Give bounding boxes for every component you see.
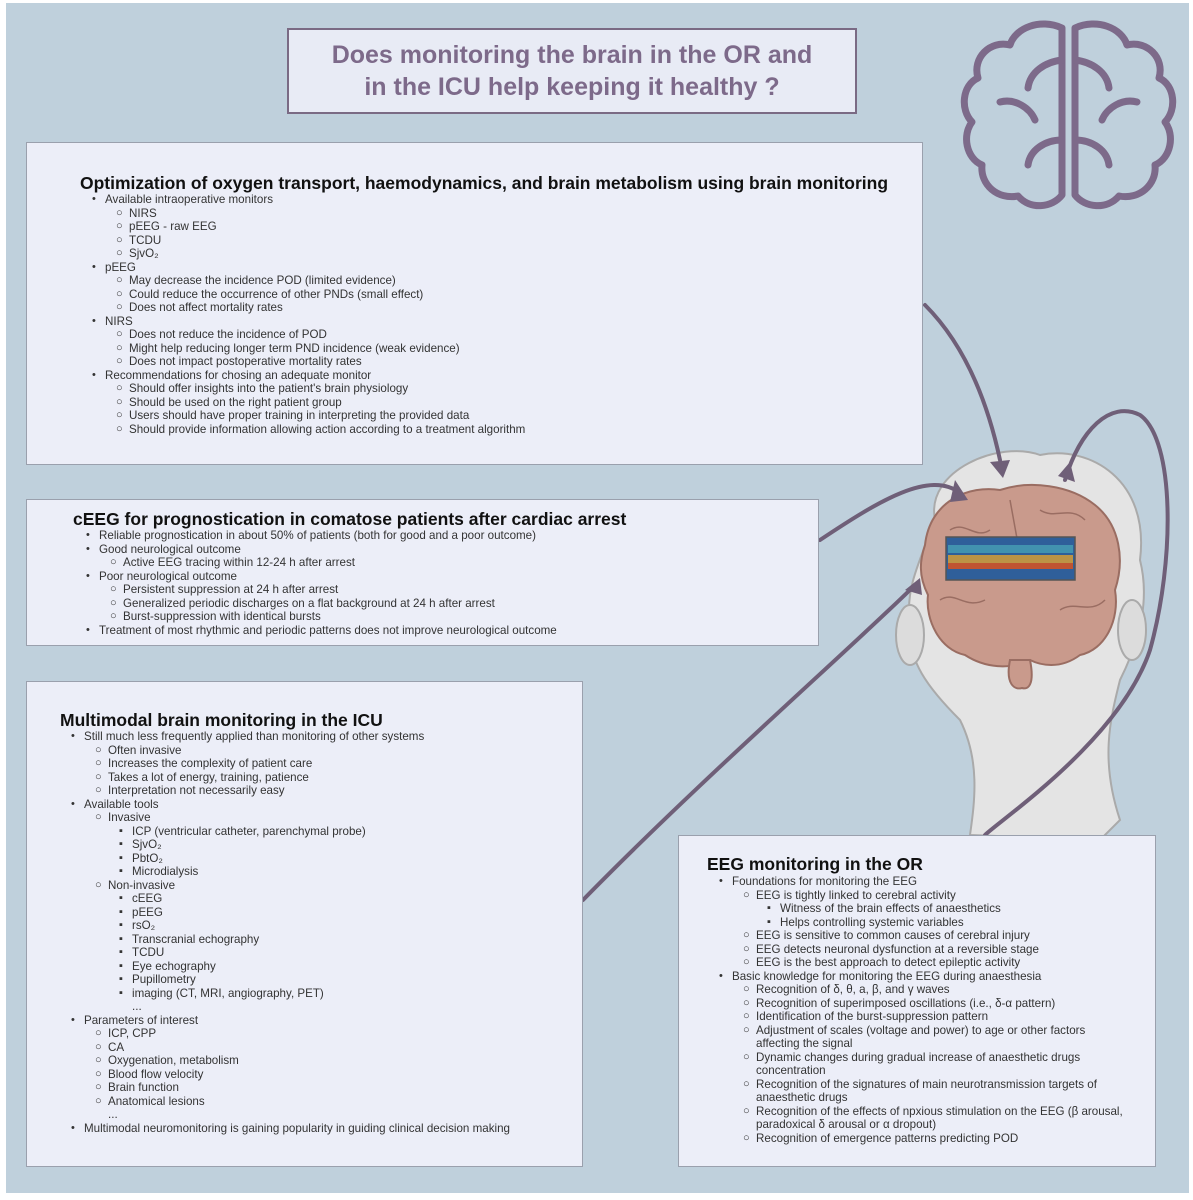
list-item: •Foundations for monitoring the EEG ○EEG… xyxy=(719,875,1132,970)
list-item: ▪Eye echography xyxy=(119,959,216,973)
panel-heading: EEG monitoring in the OR xyxy=(707,854,923,874)
list-item: ○Interpretation not necessarily easy xyxy=(95,784,285,797)
list-item: ○EEG is sensitive to common causes of ce… xyxy=(743,929,1030,942)
list-item: ○NIRS xyxy=(116,206,157,220)
list-item: ○Dynamic changes during gradual increase… xyxy=(743,1050,1081,1078)
list-item: ▪Witness of the brain effects of anaesth… xyxy=(767,902,1001,915)
panel-heading: Optimization of oxygen transport, haemod… xyxy=(80,173,889,193)
list-item: ○EEG is tightly linked to cerebral activ… xyxy=(743,889,1132,930)
list-item: •Available intraoperative monitors ○NIRS… xyxy=(92,193,525,261)
list-item: ○May decrease the incidence POD (limited… xyxy=(116,274,396,287)
list-item: •Recommendations for chosing an adequate… xyxy=(92,368,526,436)
list-item: •Multimodal neuromonitoring is gaining p… xyxy=(71,1121,510,1135)
list-item: •Still much less frequently applied than… xyxy=(71,730,510,798)
list-item: ○ICP, CPP xyxy=(95,1027,157,1040)
list-item: ▪imaging (CT, MRI, angiography, PET) xyxy=(119,986,324,1000)
list-item: ○Non-invasive ▪cEEG ▪pEEG ▪rsO₂ ▪Transcr… xyxy=(95,879,510,1014)
list-item: ▪Microdialysis xyxy=(119,865,199,878)
list-item: ○CA xyxy=(95,1040,125,1054)
list-item: ○Does not reduce the incidence of POD xyxy=(116,328,327,341)
list-item: •Treatment of most rhythmic and periodic… xyxy=(86,623,557,637)
panel-multimodal-icu: Multimodal brain monitoring in the ICU •… xyxy=(26,681,583,1167)
list-item: ○TCDU xyxy=(116,233,162,247)
list-item: •pEEG ○May decrease the incidence POD (l… xyxy=(92,261,525,315)
list-item: •Parameters of interest ○ICP, CPP ○CA ○O… xyxy=(71,1014,510,1122)
list-item: ○Anatomical lesions xyxy=(95,1094,205,1108)
title-box: Does monitoring the brain in the OR and … xyxy=(287,28,857,114)
list-item: ▪Transcranial echography xyxy=(119,932,260,946)
list-item: ○Active EEG tracing within 12-24 h after… xyxy=(110,556,355,569)
list-item: ○Might help reducing longer term PND inc… xyxy=(116,341,460,355)
list-item: ○Could reduce the occurrence of other PN… xyxy=(116,287,424,301)
list-item: ○Takes a lot of energy, training, patien… xyxy=(95,770,309,784)
list-item: ▪Pupillometry xyxy=(119,973,196,986)
list-item: ○Blood flow velocity xyxy=(95,1067,204,1081)
page-title: Does monitoring the brain in the OR and … xyxy=(331,41,813,101)
list-item: ▪TCDU xyxy=(119,946,165,959)
list-item: ▪PbtO₂ xyxy=(119,851,163,865)
list-item: ○Recognition of emergence patterns predi… xyxy=(743,1131,1019,1145)
arrowheads xyxy=(905,460,1075,595)
list-item: ○Persistent suppression at 24 h after ar… xyxy=(110,583,339,596)
list-item: ▪SjvO₂ xyxy=(119,838,162,851)
list-item: ... xyxy=(108,1108,118,1121)
list-item: ○Brain function xyxy=(95,1081,179,1094)
panel-eeg-or: EEG monitoring in the OR •Foundations fo… xyxy=(678,835,1156,1167)
list-item: ▪cEEG xyxy=(119,892,163,905)
list-item: ○Often invasive xyxy=(95,743,182,757)
list-item: ○Does not affect mortality rates xyxy=(116,301,283,314)
list-item: ▪pEEG xyxy=(119,905,163,919)
connector-arrows xyxy=(581,303,1170,902)
panel-heading: Multimodal brain monitoring in the ICU xyxy=(60,710,383,730)
list-item: •Basic knowledge for monitoring the EEG … xyxy=(719,970,1132,1146)
head-brain-eeg-illustration xyxy=(895,450,1147,842)
list-item: ○Users should have proper training in in… xyxy=(116,409,470,422)
list-item: ○Generalized periodic discharges on a fl… xyxy=(110,596,495,610)
list-item: •Good neurological outcome ○Active EEG t… xyxy=(86,543,557,570)
list-item: ○Recognition of δ, θ, a, β, and γ waves xyxy=(743,983,950,996)
brain-outline-icon xyxy=(960,20,1177,210)
list-item: •Available tools ○Invasive ▪ICP (ventric… xyxy=(71,798,510,1014)
list-item: ○Burst-suppression with identical bursts xyxy=(110,610,321,623)
list-item: ○EEG is the best approach to detect epil… xyxy=(743,956,1021,969)
list-item: ▪Helps controlling systemic variables xyxy=(767,915,964,929)
list-item: ○Recognition of the signatures of main n… xyxy=(743,1077,1097,1105)
list-item: ○Oxygenation, metabolism xyxy=(95,1054,239,1067)
list-item: ○pEEG - raw EEG xyxy=(116,220,217,233)
list-item: ○Adjustment of scales (voltage and power… xyxy=(743,1023,1086,1051)
list-item: ○Recognition of the effects of npxious s… xyxy=(743,1104,1123,1132)
panel-oxygen-transport: Optimization of oxygen transport, haemod… xyxy=(26,142,923,465)
list-item: ○EEG detects neuronal dysfunction at a r… xyxy=(743,942,1039,956)
list-item: ▪rsO₂ xyxy=(119,919,156,932)
list-item: •Reliable prognostication in about 50% o… xyxy=(86,529,536,542)
list-item: ○Should provide information allowing act… xyxy=(116,422,526,436)
list-item: ▪ICP (ventricular catheter, parenchymal … xyxy=(119,824,366,838)
list-item: ○Should be used on the right patient gro… xyxy=(116,395,342,409)
list-item: ... xyxy=(132,1000,142,1013)
list-item: ○Invasive ▪ICP (ventricular catheter, pa… xyxy=(95,811,510,879)
list-item: ○Does not impact postoperative mortality… xyxy=(116,355,362,368)
list-item: ○Identification of the burst-suppression… xyxy=(743,1010,989,1023)
list-item: •NIRS ○Does not reduce the incidence of … xyxy=(92,315,525,369)
list-item: ○SjvO₂ xyxy=(116,247,159,260)
list-item: ○Should offer insights into the patient'… xyxy=(116,382,409,395)
panel-heading: cEEG for prognostication in comatose pat… xyxy=(73,509,627,529)
list-item: ○Increases the complexity of patient car… xyxy=(95,757,313,770)
list-item: •Poor neurological outcome ○Persistent s… xyxy=(86,570,557,624)
list-item: ○Recognition of superimposed oscillation… xyxy=(743,996,1056,1010)
panel-ceeg-prognostication: cEEG for prognostication in comatose pat… xyxy=(26,499,819,646)
